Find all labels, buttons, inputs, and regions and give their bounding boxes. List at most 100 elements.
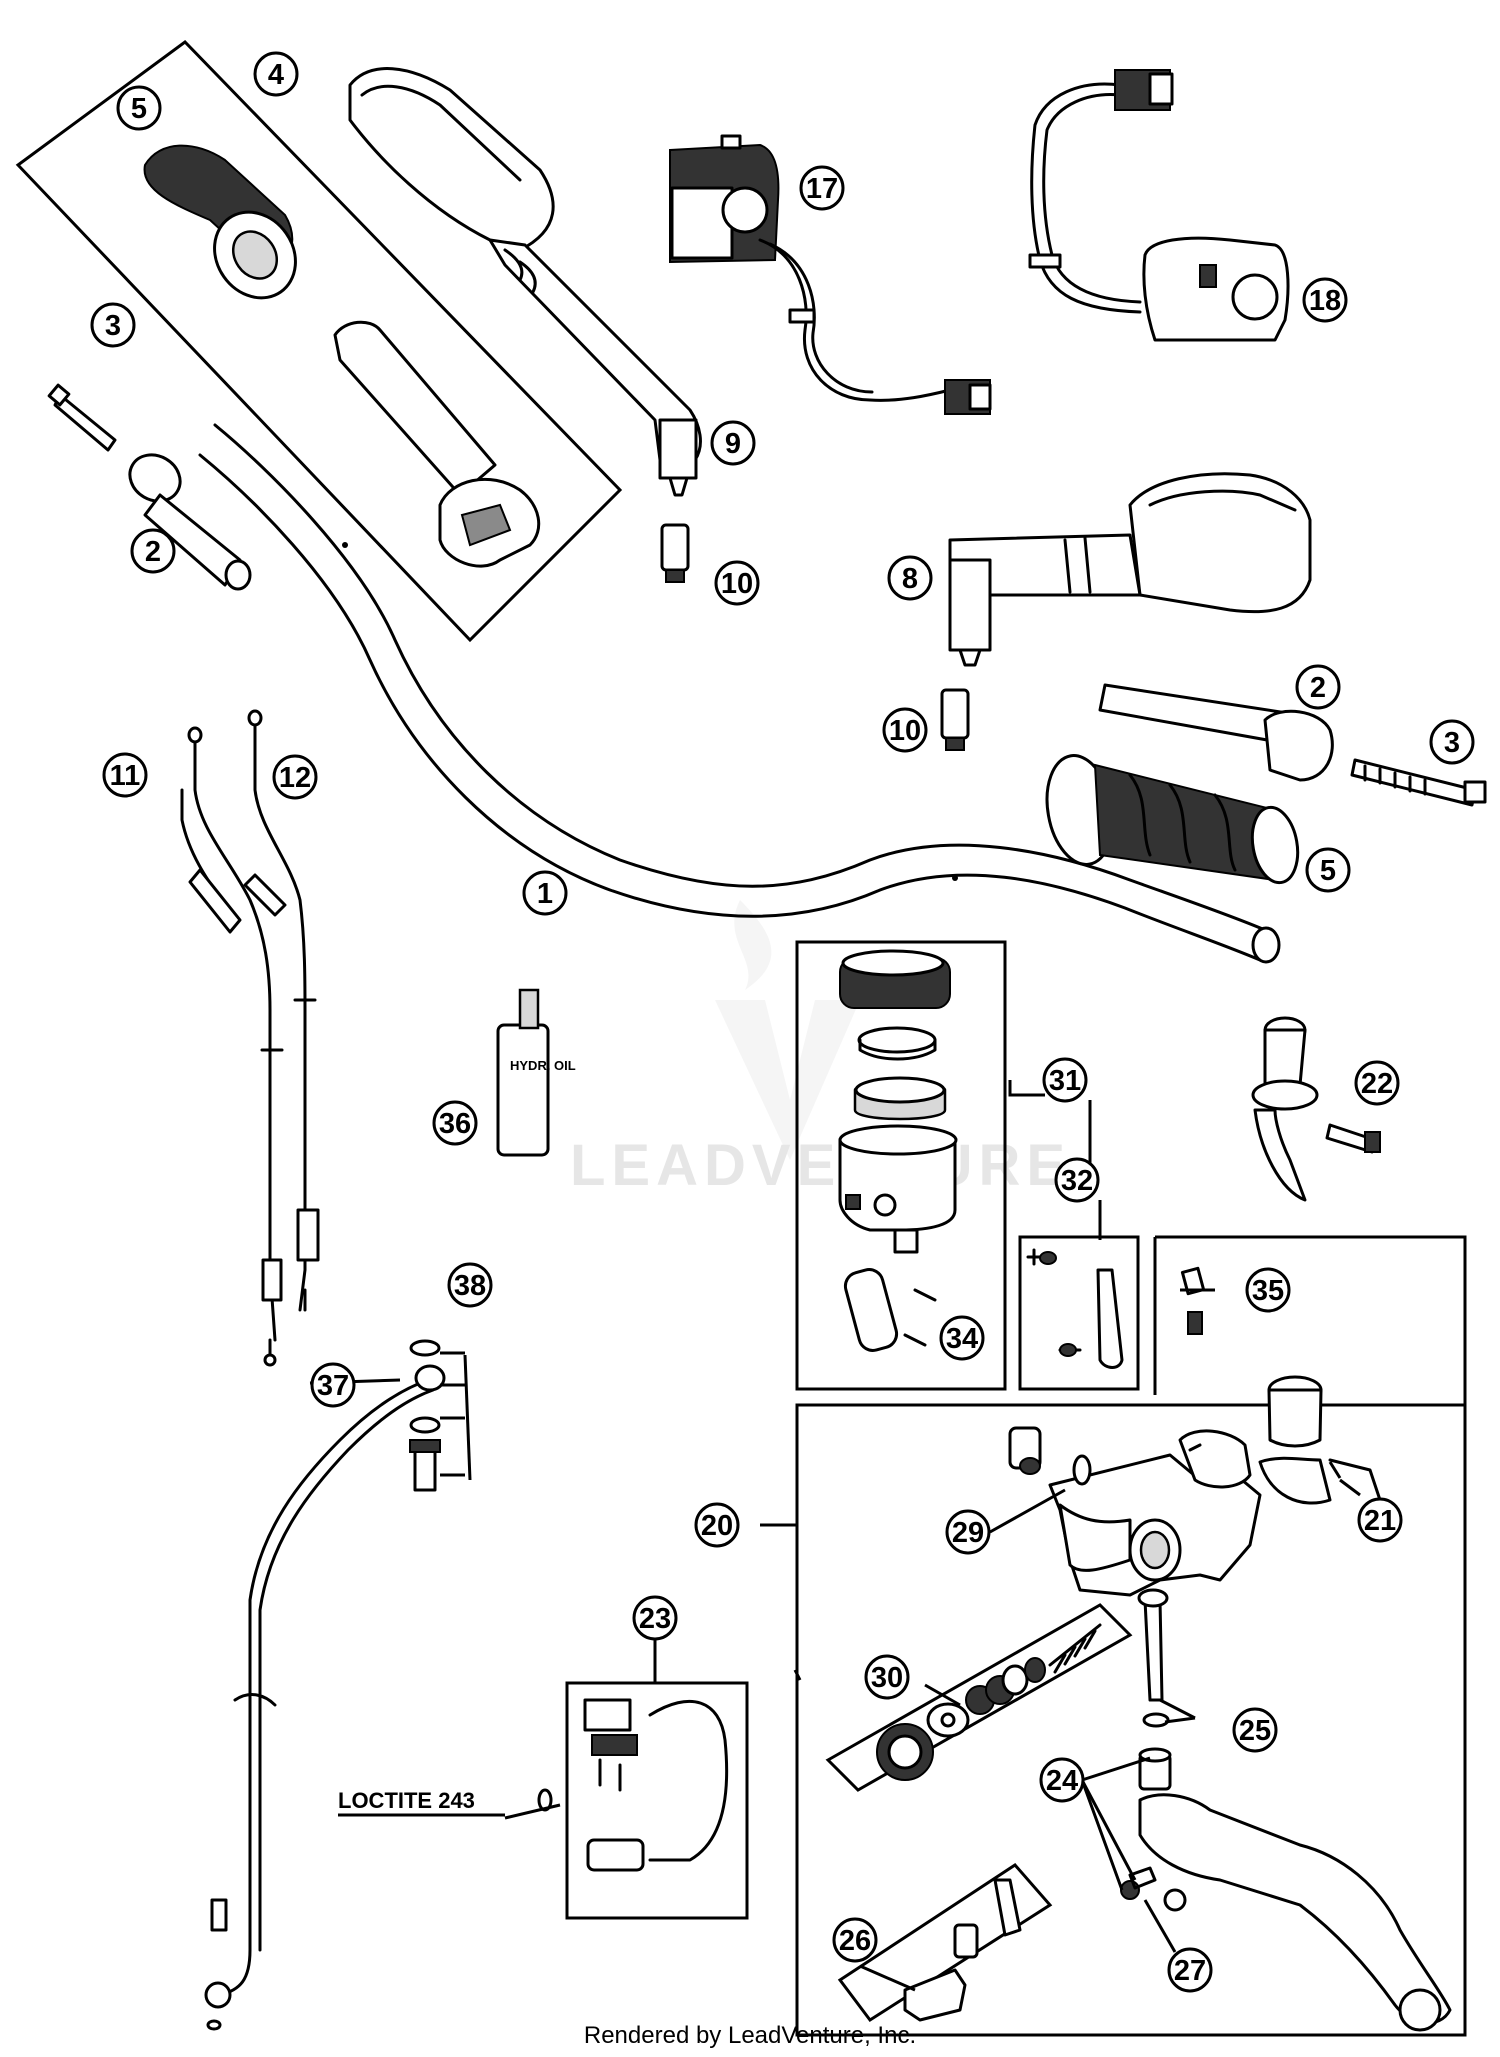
kit-box-32 bbox=[1018, 1235, 1140, 1391]
footer-credit: Rendered by LeadVenture, Inc. bbox=[583, 2022, 917, 2049]
right-mirror bbox=[948, 472, 1312, 667]
piston-kit bbox=[876, 1623, 1102, 1781]
right-bar-end bbox=[1098, 683, 1334, 782]
svg-text:5: 5 bbox=[1320, 855, 1336, 887]
handlebar bbox=[198, 423, 1281, 964]
callout-35: 35 bbox=[1245, 1267, 1291, 1313]
loctite-label: LOCTITE 243 bbox=[338, 1788, 475, 1813]
banjo-fittings bbox=[1180, 1266, 1206, 1335]
left-grip bbox=[143, 144, 297, 300]
callout-12: 12 bbox=[272, 754, 318, 800]
banjo-washers bbox=[409, 1339, 441, 1492]
svg-text:23: 23 bbox=[639, 1603, 671, 1635]
callout-37: 37 bbox=[310, 1362, 356, 1408]
callout-2: 2 bbox=[130, 528, 176, 574]
svg-text:5: 5 bbox=[131, 93, 147, 125]
kit-box-21 bbox=[1155, 1235, 1467, 1405]
callout-4: 4 bbox=[253, 51, 299, 97]
throttle-tube bbox=[333, 320, 541, 568]
leader-lines bbox=[309, 1080, 1361, 1992]
adjuster-kit bbox=[903, 1878, 1022, 2022]
right-grip bbox=[1045, 754, 1300, 885]
svg-text:8: 8 bbox=[902, 563, 918, 595]
left-bar-end bbox=[128, 453, 252, 591]
kit-box-26 bbox=[837, 1863, 1053, 2023]
callout-22: 22 bbox=[1354, 1060, 1400, 1106]
svg-text:11: 11 bbox=[110, 760, 141, 792]
callout-27: 27 bbox=[1167, 1947, 1213, 1993]
svg-text:26: 26 bbox=[839, 1925, 871, 1957]
reservoir-assembly bbox=[838, 949, 958, 1352]
svg-text:30: 30 bbox=[871, 1662, 903, 1694]
callout-10b: 10 bbox=[882, 707, 928, 753]
svg-text:29: 29 bbox=[952, 1517, 984, 1549]
svg-text:27: 27 bbox=[1174, 1955, 1206, 1987]
svg-text:2: 2 bbox=[145, 536, 161, 568]
svg-text:4: 4 bbox=[268, 59, 284, 91]
callout-10: 10 bbox=[714, 560, 760, 606]
svg-text:20: 20 bbox=[701, 1510, 733, 1542]
callout-30: 30 bbox=[864, 1654, 910, 1700]
svg-text:36: 36 bbox=[439, 1108, 471, 1140]
kit-box-30 bbox=[825, 1603, 1133, 1792]
kit-box-31 bbox=[795, 940, 1007, 1391]
callout-23: 23 bbox=[632, 1595, 678, 1641]
callout-11: 11 bbox=[102, 752, 148, 798]
svg-text:37: 37 bbox=[317, 1370, 349, 1402]
left-mirror-adapter bbox=[660, 523, 690, 583]
left-mirror bbox=[348, 67, 702, 497]
svg-text:3: 3 bbox=[105, 310, 121, 342]
hydraulic-oil-bottle: HYDR. OIL bbox=[496, 988, 576, 1157]
callout-25: 25 bbox=[1232, 1707, 1278, 1753]
throttle-cables bbox=[180, 709, 320, 1367]
mirror-clamp bbox=[1251, 1016, 1381, 1202]
right-switch bbox=[1028, 69, 1290, 342]
callout-9: 9 bbox=[710, 420, 756, 466]
callout-38: 38 bbox=[447, 1262, 493, 1308]
left-switch bbox=[669, 134, 992, 415]
callout-26: 26 bbox=[832, 1917, 878, 1963]
svg-text:9: 9 bbox=[725, 428, 741, 460]
svg-text:24: 24 bbox=[1046, 1765, 1078, 1797]
svg-text:18: 18 bbox=[1309, 285, 1341, 317]
callout-18: 18 bbox=[1302, 277, 1348, 323]
svg-text:35: 35 bbox=[1252, 1275, 1284, 1307]
callout-17: 17 bbox=[799, 165, 845, 211]
svg-text:3: 3 bbox=[1444, 727, 1460, 759]
callout-2b: 2 bbox=[1295, 664, 1341, 710]
brake-fittings bbox=[1026, 1248, 1124, 1369]
brake-light-switch bbox=[537, 1698, 729, 1872]
svg-text:22: 22 bbox=[1361, 1068, 1393, 1100]
svg-text:25: 25 bbox=[1239, 1715, 1271, 1747]
kit-box-4 bbox=[15, 40, 623, 643]
callout-8: 8 bbox=[887, 555, 933, 601]
callout-31: 31 bbox=[1042, 1057, 1088, 1103]
svg-text:31: 31 bbox=[1049, 1065, 1081, 1097]
callout-32: 32 bbox=[1054, 1157, 1100, 1203]
callout-5b: 5 bbox=[1305, 847, 1351, 893]
callout-24: 24 bbox=[1039, 1757, 1085, 1803]
svg-text:10: 10 bbox=[721, 568, 753, 600]
svg-text:10: 10 bbox=[889, 715, 921, 747]
callout-5: 5 bbox=[116, 85, 162, 131]
svg-text:21: 21 bbox=[1364, 1505, 1396, 1537]
svg-text:2: 2 bbox=[1310, 672, 1326, 704]
right-mirror-adapter bbox=[940, 688, 970, 751]
clutch-master-cylinder bbox=[1008, 1375, 1382, 1597]
bottle-label: HYDR. OIL bbox=[510, 1058, 576, 1073]
svg-text:12: 12 bbox=[279, 762, 311, 794]
callout-36: 36 bbox=[432, 1100, 478, 1146]
kit-box-23 bbox=[565, 1681, 749, 1920]
watermark-text: LEADVENTURE bbox=[570, 1133, 1071, 1198]
kit-box-20 bbox=[795, 1403, 1467, 2037]
svg-text:34: 34 bbox=[946, 1323, 978, 1355]
callout-3b: 3 bbox=[1429, 719, 1475, 765]
left-bar-end-bolt bbox=[47, 383, 117, 452]
callout-1: 1 bbox=[522, 870, 568, 916]
callout-21: 21 bbox=[1357, 1497, 1403, 1543]
svg-text:1: 1 bbox=[537, 878, 553, 910]
svg-text:32: 32 bbox=[1061, 1165, 1093, 1197]
svg-text:38: 38 bbox=[454, 1270, 486, 1302]
callout-20: 20 bbox=[694, 1502, 740, 1548]
